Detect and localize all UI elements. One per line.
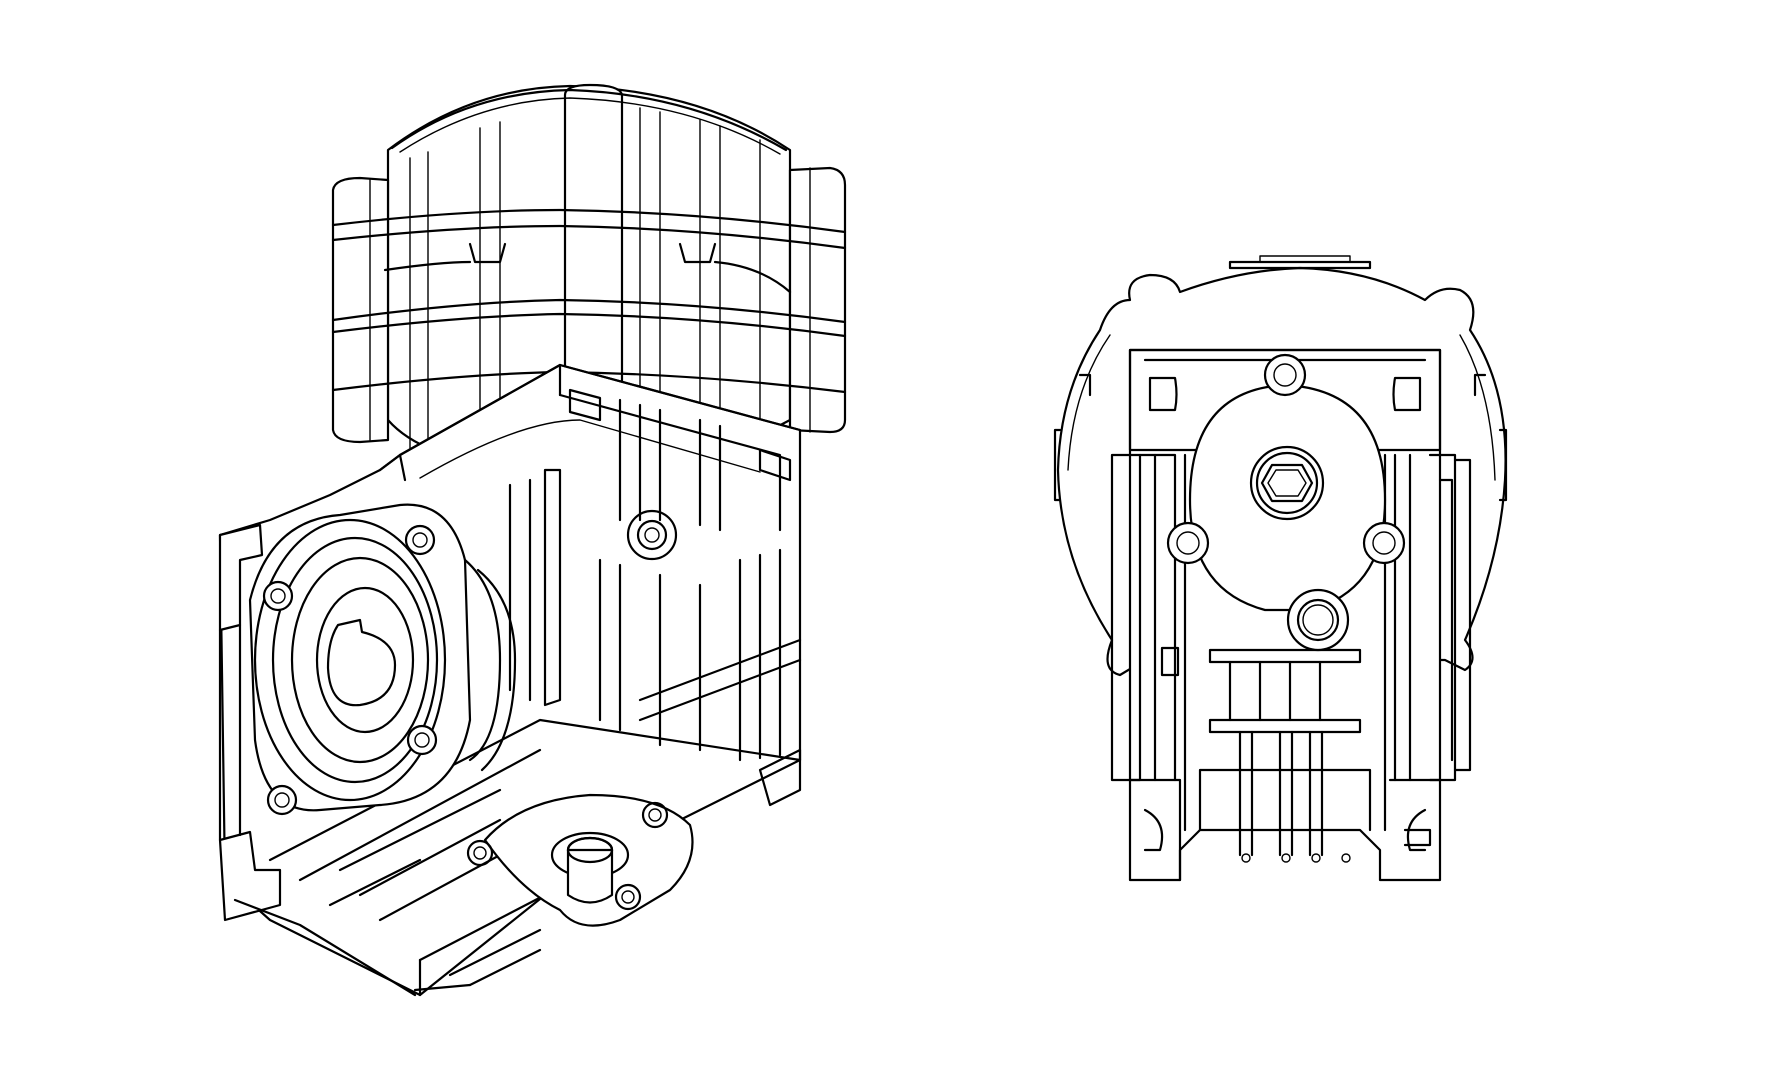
output-flange bbox=[248, 503, 517, 816]
isometric-view bbox=[218, 83, 847, 997]
central-cover bbox=[1166, 353, 1406, 652]
front-view bbox=[1053, 255, 1508, 882]
bottom-shaft-plate bbox=[466, 793, 694, 927]
mounting-frame-left bbox=[218, 523, 417, 997]
motor-body bbox=[331, 83, 847, 476]
